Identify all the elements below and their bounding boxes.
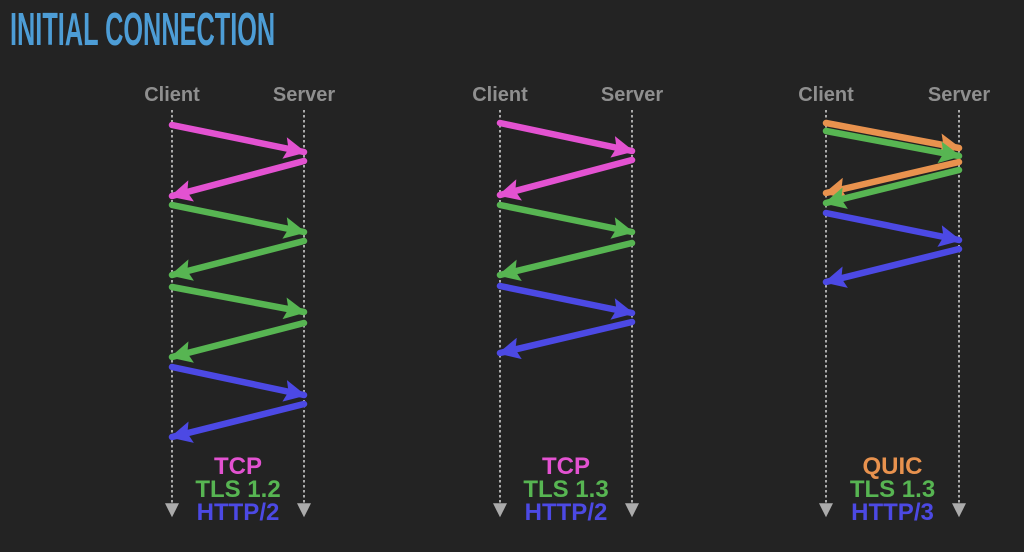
message-arrow-tls-cs (496, 201, 636, 239)
legend-quic: QUIC (863, 453, 923, 480)
server-label: Server (928, 84, 990, 106)
client-label: Client (144, 84, 200, 106)
message-arrow-http-sc (496, 318, 636, 360)
message-arrow-tls-sc (168, 319, 308, 363)
message-arrow-tcp-cs (168, 121, 308, 159)
message-arrow-tcp-cs (496, 119, 636, 158)
message-arrow-http-sc (168, 400, 308, 443)
message-arrow-http-cs (822, 209, 963, 247)
server-label: Server (273, 84, 335, 106)
legend-tcp: TCP (542, 453, 590, 480)
message-arrow-tls-cs (822, 127, 963, 164)
message-arrow-http-cs (168, 363, 308, 402)
client-label: Client (798, 84, 854, 106)
message-arrow-quic-sc (822, 158, 963, 200)
page-title: INITIAL CONNECTION (10, 3, 276, 55)
message-arrow-tls-sc (168, 237, 308, 281)
legend-tls: TLS 1.3 (850, 476, 935, 503)
message-arrow-tcp-sc (168, 157, 308, 202)
message-arrow-http-cs (496, 282, 636, 320)
message-arrow-tls-sc (496, 239, 636, 282)
message-arrow-tls-cs (168, 201, 308, 239)
message-arrow-tls-cs (168, 283, 308, 320)
legend-tcp: TCP (214, 453, 262, 480)
legend-tls: TLS 1.3 (523, 476, 608, 503)
message-arrow-http-sc (822, 245, 963, 288)
legend-http: HTTP/2 (197, 499, 280, 526)
client-label: Client (472, 84, 528, 106)
message-arrow-quic-cs (822, 119, 963, 156)
legend-tls: TLS 1.2 (195, 476, 280, 503)
legend-http: HTTP/2 (525, 499, 608, 526)
message-arrow-tcp-sc (496, 156, 636, 201)
server-label: Server (601, 84, 663, 106)
legend-http: HTTP/3 (851, 499, 934, 526)
message-arrow-tls-sc (822, 166, 963, 209)
